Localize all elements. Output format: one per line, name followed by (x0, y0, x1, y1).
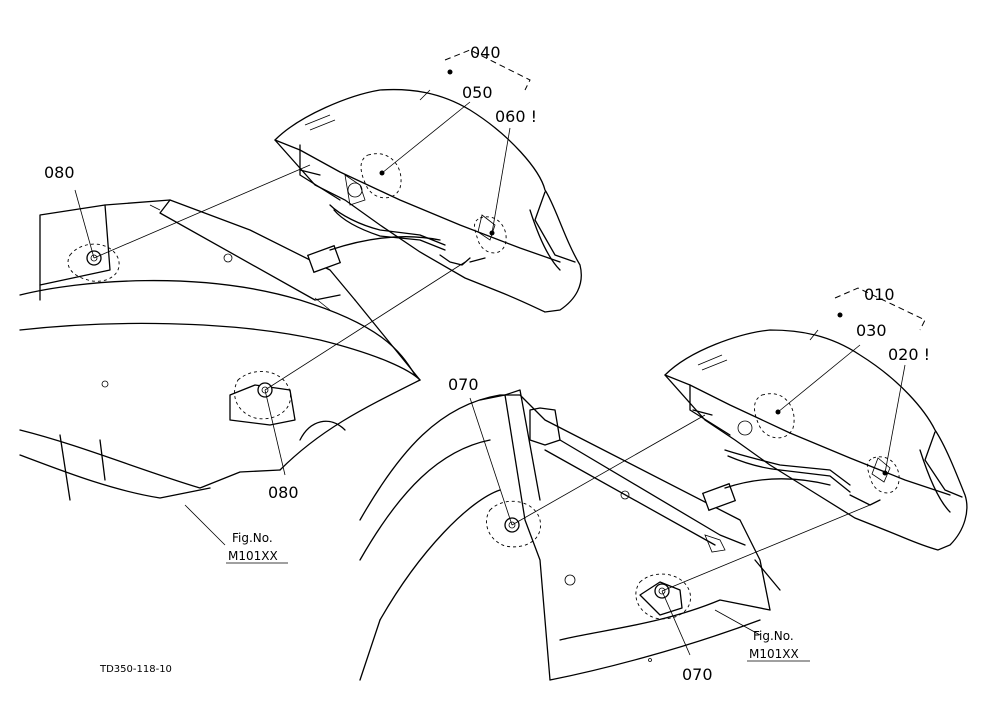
callout-010: 010 (864, 285, 895, 304)
right-lamp-housing-010 (664, 329, 968, 551)
right-leader-lines (469, 287, 926, 656)
callout-070-top: 070 (448, 375, 479, 394)
callout-030: 030 (856, 321, 887, 340)
figure-reference-left: Fig.No. M101XX (226, 531, 288, 564)
drawing-code: TD350-118-10 (99, 664, 172, 675)
fig-ref-left-prefix: Fig.No. (232, 531, 273, 545)
fig-ref-right-prefix: Fig.No. (753, 629, 794, 643)
left-fender-assembly (19, 199, 421, 501)
callout-020: 020 ! (888, 345, 930, 364)
right-fender-assembly (359, 389, 781, 681)
callout-040: 040 (470, 43, 501, 62)
callout-060: 060 ! (495, 107, 537, 126)
figure-reference-right: Fig.No. M101XX (747, 629, 810, 662)
left-leader-lines (74, 49, 531, 546)
callout-050: 050 (462, 83, 493, 102)
callout-labels: 040 050 060 ! 080 080 010 030 020 ! 070 … (44, 43, 930, 684)
callout-080-bottom: 080 (268, 483, 299, 502)
left-lamp-housing-040 (274, 88, 582, 313)
callout-070-bottom: 070 (682, 665, 713, 684)
fig-ref-left-code: M101XX (228, 549, 278, 563)
fig-ref-right-code: M101XX (749, 647, 799, 661)
callout-080-top: 080 (44, 163, 75, 182)
